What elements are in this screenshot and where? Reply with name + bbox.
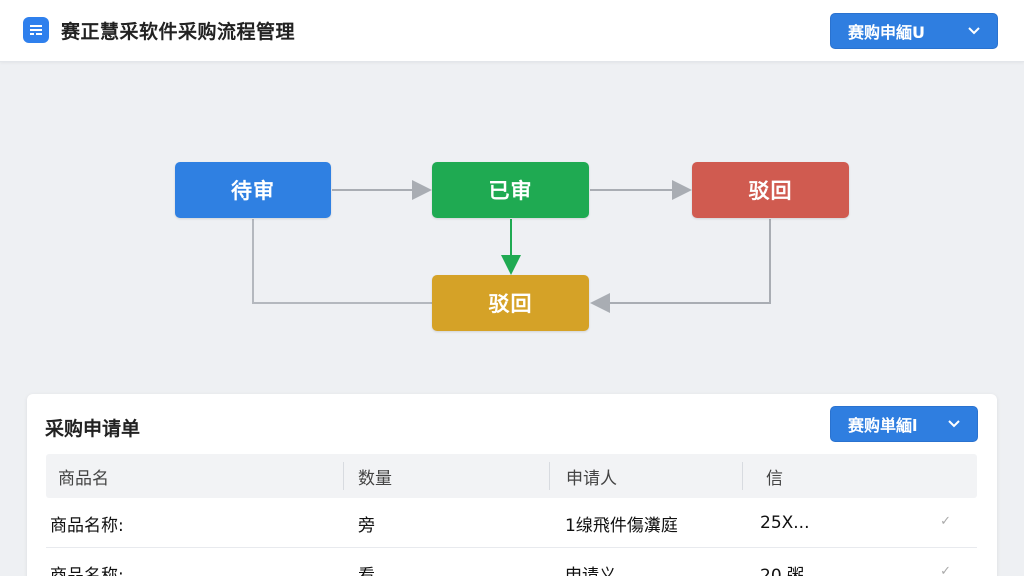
column-header-quantity[interactable]: 数量 xyxy=(358,468,392,489)
form-list-icon xyxy=(23,17,49,43)
check-icon[interactable]: ✓ xyxy=(940,514,951,529)
flow-node-approved[interactable]: 已审 xyxy=(432,162,589,218)
flow-node-rejected[interactable]: 驳回 xyxy=(692,162,849,218)
table-row[interactable]: 商品名称: 看 申请义 20 粥 ✓ xyxy=(46,548,977,576)
column-header-applicant[interactable]: 申请人 xyxy=(566,468,617,489)
chevron-down-icon xyxy=(963,20,985,42)
header-dropdown-label: 赛购申緬U xyxy=(848,23,925,42)
cell-info: 25X... xyxy=(760,513,810,533)
edge-rejected-returned xyxy=(590,219,771,313)
cell-quantity: 看 xyxy=(358,565,375,576)
table-row[interactable]: 商品名称: 旁 1缐飛件傷瀵庭 25X... ✓ xyxy=(46,498,977,548)
app-title: 赛正慧采软件采购流程管理 xyxy=(61,21,296,43)
header-dropdown[interactable]: 赛购申緬U xyxy=(830,13,998,49)
card-dropdown[interactable]: 赛购単緬l xyxy=(830,406,978,442)
cell-applicant: 申请义 xyxy=(565,565,616,576)
table-header: 商品名 数量 申请人 信 xyxy=(46,454,977,498)
edge-pending-returned xyxy=(252,219,432,304)
chevron-down-icon xyxy=(943,413,965,435)
column-divider xyxy=(549,462,550,490)
cell-quantity: 旁 xyxy=(358,515,375,536)
cell-info: 20 粥 xyxy=(760,565,805,576)
purchase-table: 商品名 数量 申请人 信 商品名称: 旁 1缐飛件傷瀵庭 25X... ✓ 商品… xyxy=(46,454,977,576)
flow-node-pending[interactable]: 待审 xyxy=(175,162,331,218)
cell-applicant: 1缐飛件傷瀵庭 xyxy=(565,515,678,536)
column-header-product[interactable]: 商品名 xyxy=(58,468,109,489)
app-header: 赛正慧采软件采购流程管理 赛购申緬U xyxy=(0,0,1024,62)
check-icon[interactable]: ✓ xyxy=(940,564,951,576)
column-divider xyxy=(742,462,743,490)
cell-product: 商品名称: xyxy=(50,515,124,536)
column-header-info[interactable]: 信 xyxy=(766,468,783,489)
column-divider xyxy=(343,462,344,490)
flow-node-returned[interactable]: 驳回 xyxy=(432,275,589,331)
card-title: 采购申请单 xyxy=(45,418,141,440)
cell-product: 商品名称: xyxy=(50,565,124,576)
card-dropdown-label: 赛购単緬l xyxy=(848,416,918,435)
